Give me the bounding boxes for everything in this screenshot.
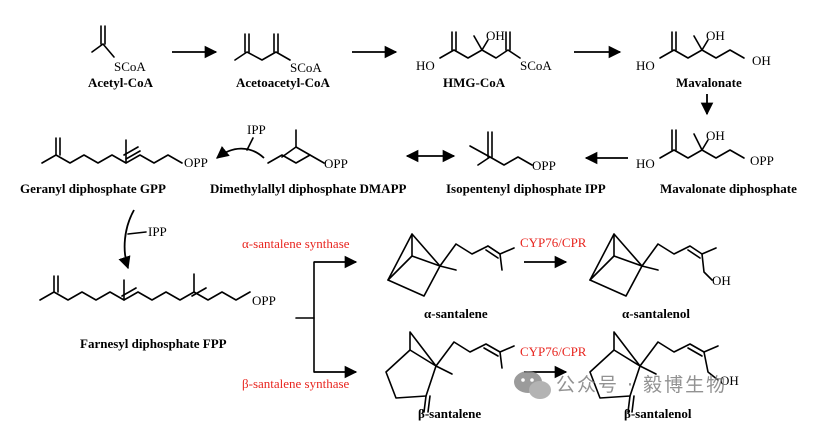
alpha-santalenol-structure: OH — [589, 233, 731, 297]
hmg-oh-label: OH — [486, 28, 505, 43]
beta-santalene-synthase-label: β-santalene synthase — [242, 376, 350, 391]
mvp-oh-label: OH — [706, 128, 725, 143]
gpp-ipp-cofactor: IPP — [247, 122, 266, 137]
hmg-coa-label: HMG-CoA — [443, 75, 506, 90]
fpp-ipp-cofactor-tick — [127, 231, 147, 235]
acetoacetyl-coa-label: Acetoacetyl-CoA — [236, 75, 330, 90]
beta-santalene-label: β-santalene — [418, 406, 481, 421]
beta-santalenol-label: β-santalenol — [624, 406, 692, 421]
beta-santalenol-oh-label: OH — [720, 373, 739, 388]
alpha-santalene-structure — [387, 233, 515, 297]
alpha-santalene-synthase-label: α-santalene synthase — [242, 236, 350, 251]
mavalonate-diphosphate-label: Mavalonate diphosphate — [660, 181, 797, 196]
wechat-icon — [514, 371, 551, 399]
fpp-structure: OPP — [39, 273, 276, 308]
fpp-label: Farnesyl diphosphate FPP — [80, 336, 227, 351]
cyp-alpha-label: CYP76/CPR — [520, 235, 587, 250]
gpp-label: Geranyl diphosphate GPP — [20, 181, 166, 196]
fpp-ipp-cofactor: IPP — [148, 224, 167, 239]
mavalonate-structure: HO OH OH — [636, 28, 771, 73]
mavalonate-ho-label: HO — [636, 58, 655, 73]
mavalonate-oh2-label: OH — [752, 53, 771, 68]
hmg-scoa-label: SCoA — [520, 58, 552, 73]
ipp-label: Isopentenyl diphosphate IPP — [446, 181, 606, 196]
beta-santalenol-structure: OH — [589, 331, 739, 413]
arrow-gpp-to-fpp — [118, 209, 135, 270]
acetoacetyl-coa-structure: SCoA — [234, 33, 322, 75]
branch-upper-line — [295, 261, 315, 319]
watermark: 公众号 · 毅博生物 — [514, 371, 727, 399]
mavalonate-oh-label: OH — [706, 28, 725, 43]
dmapp-label: Dimethylallyl diphosphate DMAPP — [210, 181, 407, 196]
ipp-opp-label: OPP — [532, 158, 556, 173]
hmg-coa-structure: HO OH SCoA — [416, 28, 552, 73]
mvp-opp-label: OPP — [750, 153, 774, 168]
beta-santalene-structure — [385, 331, 515, 413]
ipp-structure: OPP — [469, 131, 556, 173]
mvp-ho-label: HO — [636, 156, 655, 171]
dmapp-structure: OPP — [267, 129, 348, 171]
arrow-dmapp-to-gpp — [216, 145, 265, 159]
acetoacetyl-scoa-label: SCoA — [290, 60, 322, 75]
acetyl-coa-label: Acetyl-CoA — [88, 75, 154, 90]
hmg-ho-label: HO — [416, 58, 435, 73]
alpha-santalene-label: α-santalene — [424, 306, 488, 321]
acetyl-coa-scoa-label: SCoA — [114, 59, 146, 74]
alpha-santalenol-oh-label: OH — [712, 273, 731, 288]
watermark-text: 公众号 · 毅博生物 — [556, 374, 727, 396]
mavalonate-diphosphate-structure: HO OH OPP — [636, 128, 774, 171]
fpp-opp-label: OPP — [252, 293, 276, 308]
cyp-beta-label: CYP76/CPR — [520, 344, 587, 359]
ipp-cofactor-tick — [246, 137, 254, 151]
dmapp-opp-label: OPP — [324, 156, 348, 171]
mavalonate-label: Mavalonate — [676, 75, 742, 90]
alpha-santalenol-label: α-santalenol — [622, 306, 690, 321]
acetyl-coa-structure: SCoA — [91, 25, 146, 74]
gpp-opp-label: OPP — [184, 155, 208, 170]
gpp-structure: OPP — [41, 137, 208, 170]
